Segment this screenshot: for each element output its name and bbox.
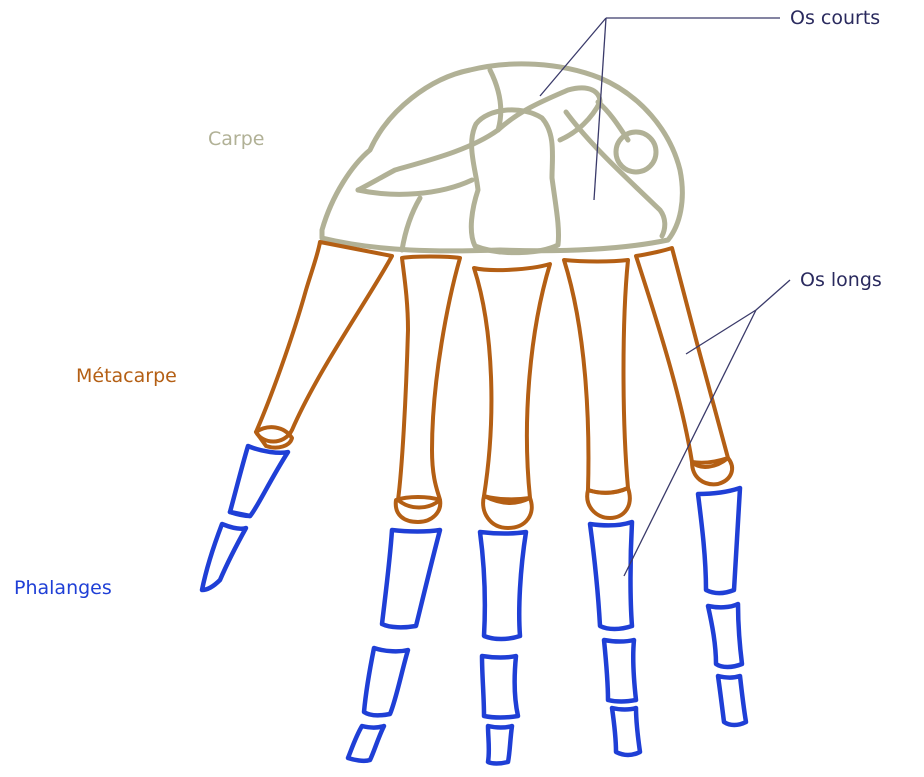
label-carpe: Carpe	[208, 128, 264, 150]
phalanx-middle-proximal	[480, 532, 526, 639]
phalanx-thumb-distal	[202, 524, 246, 590]
carpal-outline	[322, 64, 682, 251]
phalanx-ring-middle	[604, 640, 636, 702]
carpal-bone-connector	[598, 102, 628, 140]
label-metacarpe: Métacarpe	[76, 365, 177, 387]
carpal-bone-pisiform	[616, 132, 656, 172]
phalanx-middle-middle	[482, 656, 518, 718]
carpal-bones	[322, 64, 682, 253]
metacarpal-ring	[564, 260, 628, 493]
leader-os-courts-to-carpal-1	[540, 18, 606, 96]
leader-lines	[540, 18, 790, 576]
phalanx-little-proximal	[698, 488, 740, 593]
carpal-bone-lower-left	[402, 198, 420, 250]
carpal-bone-hamate	[566, 112, 665, 236]
label-phalanges: Phalanges	[14, 577, 112, 599]
metacarpal-ring-head	[587, 488, 630, 518]
leader-os-longs-horizontal	[756, 280, 790, 310]
metacarpal-index-head	[396, 497, 441, 522]
carpal-bone-capitate	[471, 110, 558, 253]
metacarpal-thumb	[256, 242, 392, 442]
metacarpal-little	[636, 248, 728, 467]
phalanx-ring-proximal	[590, 522, 632, 629]
label-os-longs: Os longs	[800, 269, 882, 291]
phalanx-middle-distal	[488, 726, 512, 764]
metacarpal-bones	[256, 242, 732, 528]
phalanx-thumb-proximal	[230, 446, 288, 516]
phalanx-index-middle	[364, 648, 408, 715]
label-os-courts: Os courts	[790, 7, 880, 29]
phalanx-little-distal	[718, 676, 746, 725]
phalanx-index-distal	[348, 726, 384, 761]
metacarpal-index	[398, 257, 460, 508]
phalanx-ring-distal	[612, 708, 640, 755]
metacarpal-middle-head	[483, 496, 532, 528]
phalanx-little-middle	[708, 604, 742, 667]
phalanx-index-proximal	[382, 530, 440, 627]
phalanx-thumb-joint	[230, 512, 250, 516]
metacarpal-middle	[474, 264, 550, 499]
